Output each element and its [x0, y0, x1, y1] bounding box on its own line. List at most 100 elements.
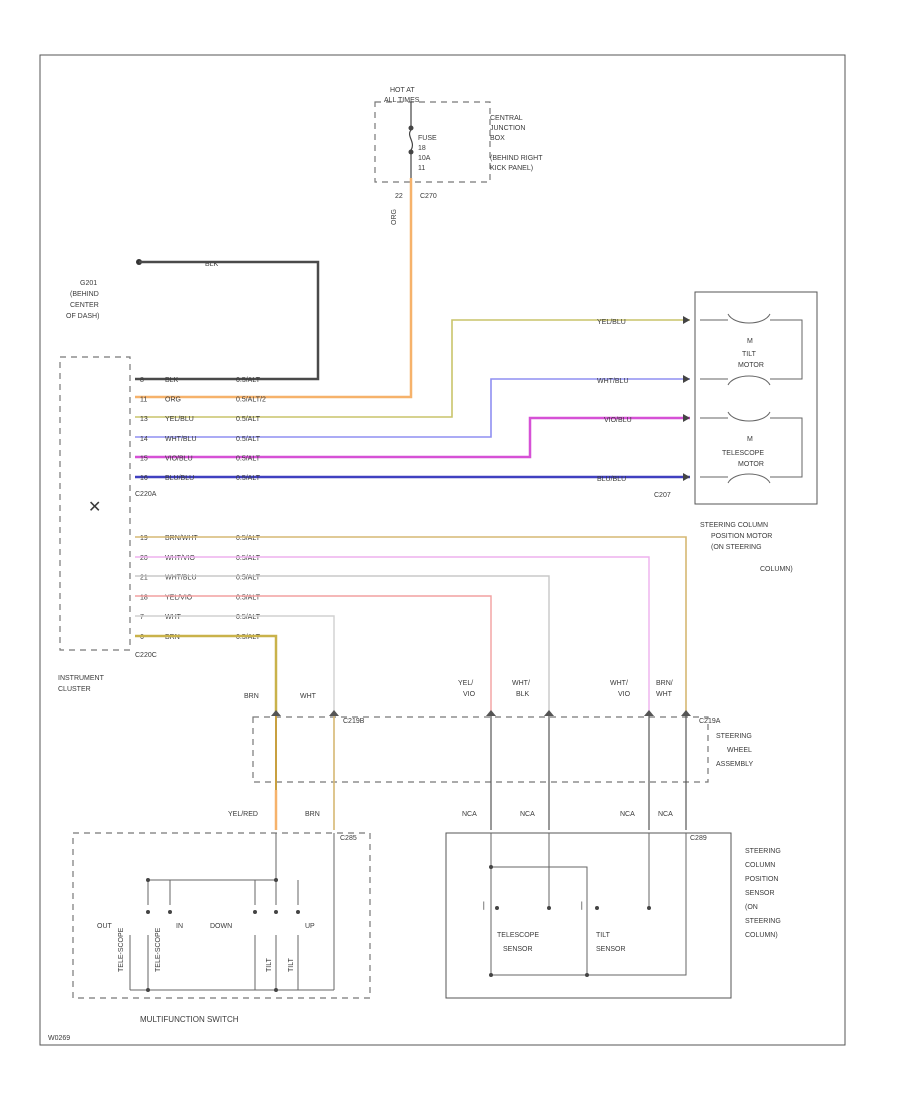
telescope-sensor-line-1: TELESCOPE: [497, 932, 539, 939]
c220c-wire-size: 0.5/ALT: [236, 634, 261, 641]
sensor-label-2: COLUMN: [745, 862, 775, 869]
c220a-pin-8: 8: [140, 377, 144, 384]
wire-brn: [135, 634, 278, 712]
connector-c285: C285: [340, 835, 357, 842]
wire-vio-blu: [135, 416, 690, 459]
fuse-icon: [408, 129, 414, 151]
telescope-motor-line-1: TELESCOPE: [722, 450, 764, 457]
connector-c207: C207: [654, 492, 671, 499]
wire-brn-wht: [135, 536, 687, 712]
jb-line-1: CENTRAL: [490, 115, 523, 122]
motor-label-1: STEERING COLUMN: [700, 522, 768, 529]
c220a-pin-11: 11: [140, 397, 147, 404]
nca-label-1: NCA: [462, 811, 477, 818]
c220c-wire-size: 0.5/ALT: [236, 614, 261, 621]
wheel-top-wht-2: WHT/: [512, 680, 530, 687]
connector-c289: C289: [690, 835, 707, 842]
c220a-wire-size: 0.5/ALT: [236, 377, 261, 384]
tilt-sensor-line-2: SENSOR: [596, 946, 626, 953]
sensor-label-6: STEERING: [745, 918, 781, 925]
c220a-wire-size: 0.5/ALT: [236, 436, 261, 443]
nca-label-4: NCA: [658, 811, 673, 818]
c220a-pin-15: 15: [140, 455, 148, 462]
wheel-top-yel: YEL/: [458, 680, 473, 687]
connector-c270: C270: [420, 193, 437, 200]
wheel-top-brn: BRN: [244, 693, 259, 700]
sensor-label-4: SENSOR: [745, 890, 775, 897]
wheel-wiring: [274, 712, 687, 830]
cluster-label-2: CLUSTER: [58, 686, 91, 693]
steering-column-position-sensor: C289 ⎮ ⎮ TELESCOPE SENSOR TILT SENSOR ST…: [445, 832, 781, 999]
switch-out: OUT: [97, 923, 113, 930]
c220c-wire-size: 0.5/ALT: [236, 575, 261, 582]
jb-line-2: JUNCTION: [490, 125, 525, 132]
motor-label-3: (ON STEERING: [711, 544, 762, 551]
wheel-top-blk: BLK: [516, 691, 530, 698]
c220a-wire-color: YEL/BLU: [165, 416, 194, 423]
sensor-label-7: COLUMN): [745, 932, 778, 939]
wheel-label-2: WHEEL: [727, 747, 752, 754]
c220c-pin-6: 6: [140, 634, 144, 641]
wire-wht-vio: [135, 556, 650, 712]
diagram-frame: [39, 54, 846, 1046]
c220a-wire-color: WHT/BLU: [165, 436, 197, 443]
switch-down: DOWN: [210, 923, 232, 930]
c220a-wire-size: 0.5/ALT: [236, 416, 261, 423]
switch-sub-3: TILT: [266, 957, 273, 972]
central-junction-box: HOT AT ALL TIMES FUSE 18 10A 11 CENTRAL …: [374, 87, 543, 225]
connector-c219a: C219A: [699, 718, 721, 725]
wire-org: [135, 178, 413, 399]
motor-label-2: POSITION MOTOR: [711, 533, 772, 540]
tilt-motor-m: M: [747, 338, 753, 345]
motor-arrows: [683, 316, 690, 481]
switch-sub-4: TILT: [288, 957, 295, 972]
sensor-label-3: POSITION: [745, 876, 778, 883]
motor-wire-label-1: YEL/BLU: [597, 319, 626, 326]
motor-label-4: COLUMN): [760, 566, 793, 573]
pin-22-label: 22: [395, 193, 403, 200]
tilt-sensor-line-1: TILT: [596, 932, 611, 939]
nca-label-2: NCA: [520, 811, 535, 818]
telescope-sensor-icon: ⎮: [482, 901, 486, 910]
connector-c220c: C220C: [135, 652, 157, 659]
c220c-wire-color: WHT: [165, 614, 182, 621]
c220c-pin-20: 20: [140, 555, 148, 562]
mfs-label: MULTIFUNCTION SWITCH: [140, 1015, 239, 1024]
motor-wire-label-4: BLU/BLU: [597, 476, 626, 483]
gauge-icon: ✕: [88, 499, 101, 516]
connector-c219b: C219B: [343, 718, 365, 725]
c220c-pin-21: 21: [140, 575, 148, 582]
fuse-amps: 10A: [418, 155, 431, 162]
hot-at-label: HOT AT: [390, 87, 415, 94]
connector-c220a: C220A: [135, 491, 157, 498]
jb-line-5: KICK PANEL): [490, 165, 533, 172]
c220a-pin-14: 14: [140, 436, 148, 443]
ground-wire-label: BLK: [205, 261, 219, 268]
multifunction-switch: C285 OUT IN DOWN UP TELE-SCOPE TELE-SCOP…: [72, 832, 371, 1024]
switch-up: UP: [305, 923, 315, 930]
all-times-label: ALL TIMES: [384, 97, 420, 104]
sensor-label-1: STEERING: [745, 848, 781, 855]
tilt-motor-line-2: MOTOR: [738, 362, 764, 369]
steering-wheel-assembly: BRN WHT YEL/ VIO WHT/ BLK WHT/ VIO BRN/ …: [228, 680, 754, 818]
c220a-wire-size: 0.5/ALT: [236, 475, 261, 482]
fuse-number: 18: [418, 145, 426, 152]
c220a-wire-color: VIO/BLU: [165, 455, 193, 462]
footer-code: W0269: [48, 1035, 70, 1042]
c220c-wire-color: WHT/VIO: [165, 555, 195, 562]
c220c-wire-size: 0.5/ALT: [236, 594, 261, 601]
wheel-top-vio-2: VIO: [618, 691, 631, 698]
lower-wiring: [135, 536, 687, 712]
ground-g201: BLK G201 (BEHIND CENTER OF DASH): [66, 259, 219, 320]
c220a-wire-color: BLK: [165, 377, 179, 384]
motor-wire-label-2: WHT/BLU: [597, 378, 629, 385]
wheel-lower-brn: BRN: [305, 811, 320, 818]
jb-line-3: BOX: [490, 135, 505, 142]
switch-in: IN: [176, 923, 183, 930]
sensor-label-5: (ON: [745, 904, 758, 911]
wheel-label-3: ASSEMBLY: [716, 761, 754, 768]
wheel-top-brn-2: BRN/: [656, 680, 673, 687]
telescope-sensor-line-2: SENSOR: [503, 946, 533, 953]
